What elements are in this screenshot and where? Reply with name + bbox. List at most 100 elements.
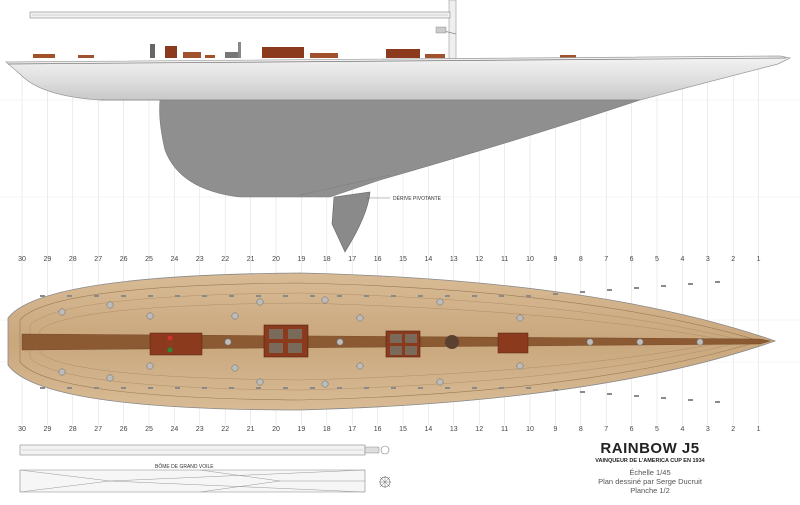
station-number: 10 (526, 256, 534, 263)
rail-cleat (580, 391, 585, 393)
station-number: 9 (553, 426, 557, 433)
rail-cleat (634, 395, 639, 397)
deck-furniture-side (33, 42, 576, 58)
station-number: 6 (630, 256, 634, 263)
rail-cleat (175, 295, 180, 297)
station-number: 25 (145, 426, 153, 433)
winch-fitting (516, 314, 524, 322)
rail-cleat (553, 389, 558, 391)
station-number: 16 (374, 426, 382, 433)
winch-fitting (436, 378, 444, 386)
rail-cleat (229, 295, 234, 297)
rail-cleat (661, 397, 666, 399)
rail-cleat (418, 387, 423, 389)
rail-cleat (256, 387, 261, 389)
deck-plan-view (7, 272, 777, 411)
rail-cleat (580, 291, 585, 293)
winch-fitting (696, 338, 704, 346)
station-number: 27 (94, 256, 102, 263)
station-number: 1 (757, 256, 761, 263)
station-number: 20 (272, 426, 280, 433)
plan-subtitle: VAINQUEUR DE L'AMERICA CUP EN 1934 (595, 458, 705, 464)
station-number: 4 (680, 426, 684, 433)
station-number: 26 (120, 426, 128, 433)
winch-fitting (256, 298, 264, 306)
station-number: 3 (706, 426, 710, 433)
winch-fitting (224, 338, 232, 346)
winch-fitting (256, 378, 264, 386)
rail-cleat (148, 295, 153, 297)
rail-cleat (364, 295, 369, 297)
boom-gooseneck (379, 476, 391, 488)
station-number: 22 (221, 426, 229, 433)
rail-cleat (94, 295, 99, 297)
winch-fitting (516, 362, 524, 370)
boom-label: BÔME DE GRAND VOILE (155, 463, 214, 470)
winch-fitting (336, 338, 344, 346)
station-number: 25 (145, 256, 153, 263)
station-number: 14 (425, 256, 433, 263)
station-number: 17 (348, 426, 356, 433)
rail-cleat (121, 387, 126, 389)
rail-cleat (40, 387, 45, 389)
plan-title: RAINBOW J5 (600, 440, 700, 457)
rail-cleat (283, 387, 288, 389)
rail-cleat (715, 401, 720, 403)
station-number: 7 (604, 426, 608, 433)
station-number: 5 (655, 426, 659, 433)
author-text: Plan dessiné par Serge Ducruit (598, 477, 702, 486)
rail-cleat (148, 387, 153, 389)
scale-text: Échelle 1/45 (629, 468, 671, 477)
winch-fitting (58, 308, 66, 316)
rail-cleat (94, 387, 99, 389)
keel-label: DÉRIVE PIVOTANTE (393, 195, 442, 202)
station-number: 14 (425, 426, 433, 433)
rail-cleat (499, 295, 504, 297)
rail-cleat (607, 393, 612, 395)
rail-cleat (499, 387, 504, 389)
station-number: 2 (731, 256, 735, 263)
rail-cleat (472, 295, 477, 297)
station-number: 20 (272, 256, 280, 263)
station-number: 13 (450, 426, 458, 433)
station-number: 30 (18, 256, 26, 263)
rail-cleat (688, 283, 693, 285)
station-number: 21 (247, 256, 255, 263)
station-number: 23 (196, 256, 204, 263)
winch-fitting (106, 374, 114, 382)
rail-cleat (283, 295, 288, 297)
side-profile-view: DÉRIVE PIVOTANTE (5, 0, 792, 253)
station-number: 24 (171, 426, 179, 433)
station-number: 6 (630, 426, 634, 433)
fore-hatch (497, 332, 529, 354)
station-number: 11 (501, 256, 508, 263)
rail-cleat (715, 281, 720, 283)
station-number: 26 (120, 256, 128, 263)
winch-fitting (146, 312, 154, 320)
rail-cleat (445, 295, 450, 297)
station-number: 17 (348, 256, 356, 263)
rail-cleat (202, 295, 207, 297)
hull-topsides (5, 55, 792, 101)
station-number: 27 (94, 426, 102, 433)
station-number: 29 (44, 426, 52, 433)
winch-fitting (586, 338, 594, 346)
rail-cleat (40, 295, 45, 297)
station-number: 9 (553, 256, 557, 263)
station-number: 24 (171, 256, 179, 263)
sheet-text: Planche 1/2 (630, 486, 670, 495)
deck-fittings (40, 281, 720, 403)
rail-cleat (688, 399, 693, 401)
station-number: 15 (399, 426, 407, 433)
station-number: 18 (323, 426, 331, 433)
station-number: 5 (655, 256, 659, 263)
rail-cleat (310, 387, 315, 389)
station-number: 13 (450, 256, 458, 263)
title-block: RAINBOW J5 VAINQUEUR DE L'AMERICA CUP EN… (560, 440, 740, 495)
station-number: 21 (247, 426, 255, 433)
rail-cleat (391, 387, 396, 389)
station-number: 16 (374, 256, 382, 263)
